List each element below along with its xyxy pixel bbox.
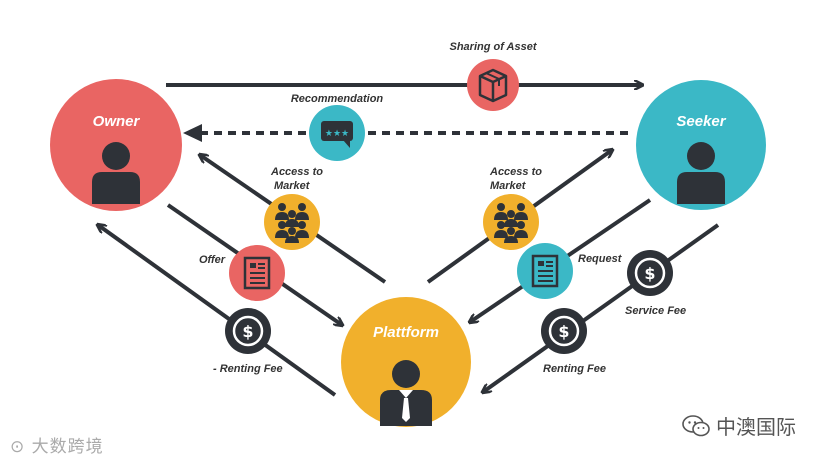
box-icon	[467, 59, 519, 111]
service-fee-label: Service Fee	[625, 305, 686, 317]
seeker-node: Seeker	[636, 80, 766, 210]
svg-text:$: $	[242, 322, 253, 341]
owner-node: Owner	[50, 79, 182, 211]
renting-fee-right-dollar-icon: $	[541, 308, 587, 354]
renting-fee-left-arrow	[98, 225, 337, 397]
recommendation-chat-icon: ★★★	[309, 105, 365, 161]
watermark-left: ⊙ 大数跨境	[10, 432, 104, 457]
watermark-right-text: 中澳国际	[716, 415, 796, 439]
access-left-people-icon	[264, 194, 320, 250]
svg-text:★★★: ★★★	[325, 129, 349, 139]
platform-node: Plattform	[341, 297, 471, 427]
platform-person-icon	[380, 360, 432, 426]
renting-fee-left-dollar-icon: $	[225, 308, 271, 354]
access-left-label-line2: Market	[274, 180, 311, 192]
access-right-label-line2: Market	[490, 180, 527, 192]
renting-fee-left-label: - Renting Fee	[213, 363, 283, 375]
svg-text:$: $	[558, 322, 569, 341]
owner-label: Owner	[93, 113, 141, 130]
watermark-left-logo-icon: ⊙	[10, 437, 32, 457]
recommendation-label: Recommendation	[291, 93, 384, 105]
platform-label: Plattform	[373, 324, 439, 341]
renting-fee-right-label: Renting Fee	[543, 363, 606, 375]
seeker-label: Seeker	[676, 113, 726, 130]
service-fee-dollar-icon: $	[627, 250, 673, 296]
offer-document-icon	[229, 245, 285, 301]
sharing-of-asset-label: Sharing of Asset	[450, 41, 538, 53]
request-label: Request	[578, 253, 623, 265]
recommendation-arrowhead	[183, 124, 202, 142]
svg-text:$: $	[644, 264, 655, 283]
access-right-label-line1: Access to	[489, 166, 542, 178]
watermark-left-text: 大数跨境	[31, 437, 104, 457]
offer-label: Offer	[199, 254, 226, 266]
access-left-label-line1: Access to	[270, 166, 323, 178]
access-right-people-icon	[483, 194, 539, 250]
renting-fee-right-arrow	[483, 223, 720, 392]
request-document-icon	[517, 243, 573, 299]
watermark-right: 中澳国际	[682, 411, 796, 440]
wechat-icon	[682, 414, 710, 437]
